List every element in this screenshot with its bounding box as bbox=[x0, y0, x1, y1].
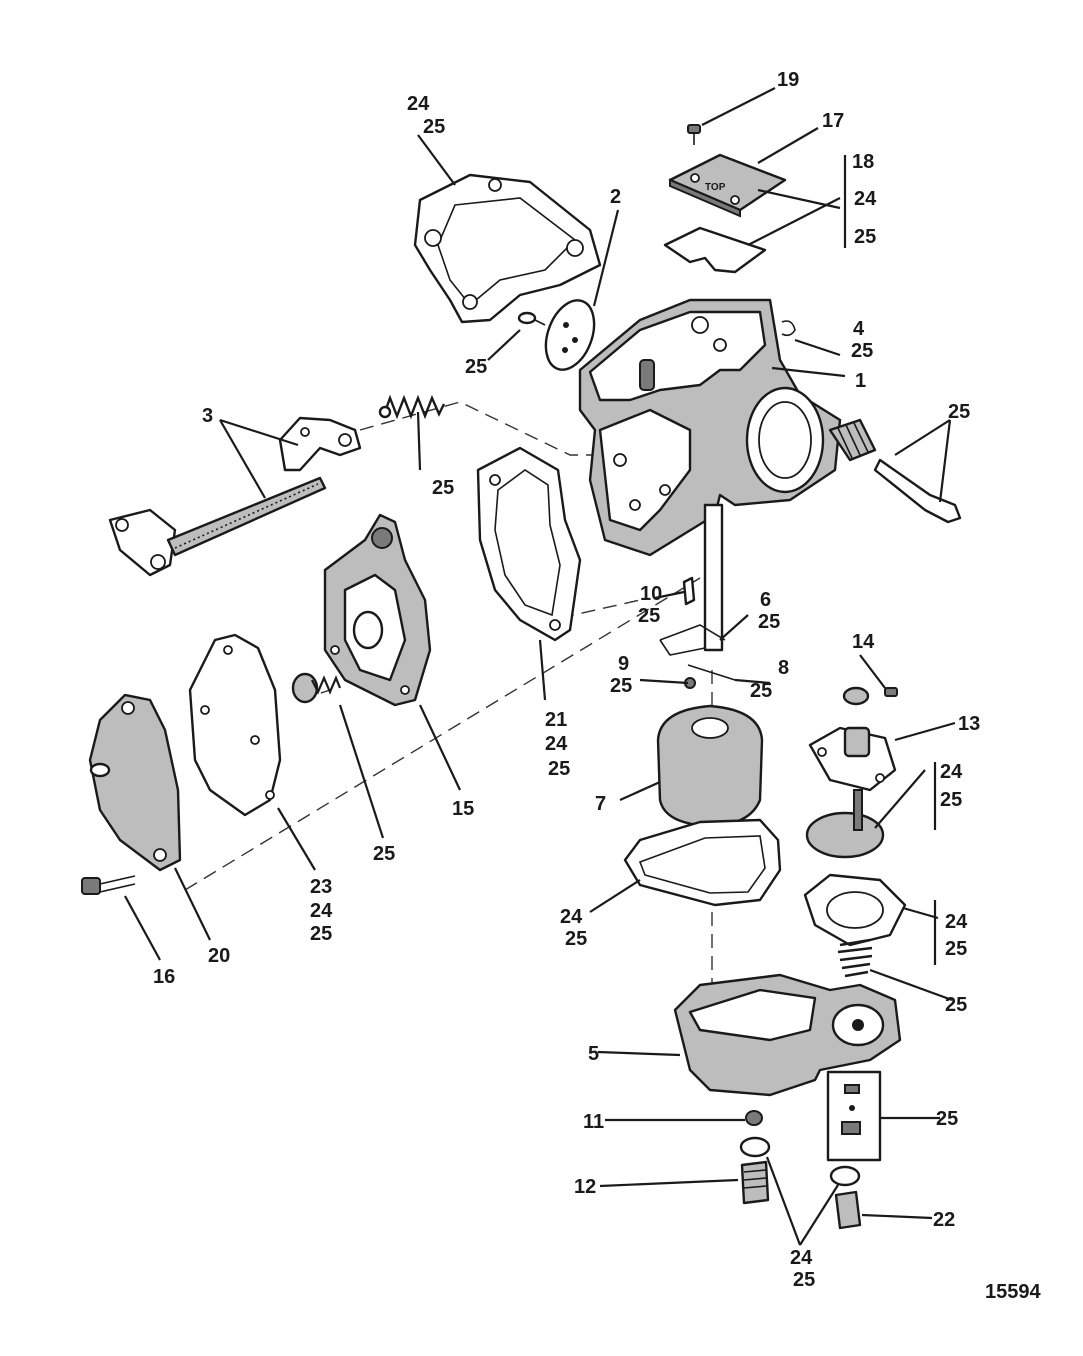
callout-6: 6 bbox=[760, 589, 771, 611]
callout-labels: 19 17 18 24 25 2 24 25 25 4 25 1 25 3 25… bbox=[153, 69, 1041, 1303]
callout-9-25: 25 bbox=[610, 675, 632, 697]
o-ring-left bbox=[739, 1136, 771, 1158]
callout-plate-24: 24 bbox=[854, 188, 877, 210]
leader-lines bbox=[124, 87, 956, 1246]
callout-plate-25: 25 bbox=[854, 226, 876, 248]
bowl-screw bbox=[745, 1110, 763, 1126]
callout-spring-25: 25 bbox=[432, 477, 454, 499]
callout-23: 23 bbox=[310, 876, 332, 898]
figure-number: 15594 bbox=[985, 1281, 1041, 1303]
pump-diaphragm-gasket-right bbox=[803, 873, 907, 947]
needle-and-pin bbox=[659, 576, 726, 656]
callout-20: 20 bbox=[208, 945, 230, 967]
float-pin bbox=[684, 664, 736, 689]
carb-top-gasket bbox=[413, 173, 602, 324]
callout-7: 7 bbox=[595, 793, 606, 815]
check-valve bbox=[291, 672, 342, 704]
clip-4 bbox=[781, 320, 796, 337]
callout-bowlgasket-24: 24 bbox=[560, 906, 583, 928]
callout-spring-pump-25: 25 bbox=[945, 994, 967, 1016]
callout-23-24: 24 bbox=[310, 900, 333, 922]
plug-22 bbox=[834, 1190, 862, 1230]
callout-10: 10 bbox=[640, 583, 662, 605]
callout-screw-25: 25 bbox=[465, 356, 487, 378]
top-screw bbox=[687, 124, 701, 145]
plate-gasket bbox=[663, 226, 767, 274]
pump-diaphragm bbox=[805, 789, 885, 859]
accelerator-pump-cover bbox=[808, 686, 898, 792]
callout-4-25: 25 bbox=[851, 340, 873, 362]
callout-11: 11 bbox=[583, 1111, 604, 1133]
callout-2: 2 bbox=[610, 186, 621, 208]
float bbox=[656, 704, 764, 828]
fuel-pump-body bbox=[323, 513, 432, 707]
pump-cover bbox=[88, 693, 182, 872]
callout-needle-25: 25 bbox=[948, 401, 970, 423]
callout-23-25: 25 bbox=[310, 923, 332, 945]
callout-3: 3 bbox=[202, 405, 213, 427]
throttle-shaft bbox=[108, 416, 362, 577]
callout-22: 22 bbox=[933, 1209, 955, 1231]
throttle-disc bbox=[544, 299, 596, 371]
callout-gasket-25: 25 bbox=[423, 116, 445, 138]
callout-16: 16 bbox=[153, 966, 175, 988]
callout-14: 14 bbox=[852, 631, 875, 653]
callout-21: 21 bbox=[545, 709, 567, 731]
float-bowl bbox=[673, 973, 902, 1097]
fuel-pump-gasket bbox=[476, 446, 582, 642]
callout-8-25: 25 bbox=[750, 680, 772, 702]
callout-1: 1 bbox=[855, 370, 866, 392]
callout-washer-25: 25 bbox=[793, 1269, 815, 1291]
idle-mixture-screw bbox=[828, 418, 962, 524]
carburetor-body bbox=[578, 298, 842, 652]
callout-5: 5 bbox=[588, 1043, 599, 1065]
small-parts-kit bbox=[826, 1070, 882, 1162]
float-bowl-gasket bbox=[623, 818, 782, 907]
callout-8: 8 bbox=[778, 657, 789, 679]
callout-6-25: 25 bbox=[758, 611, 780, 633]
callout-diaph-24: 24 bbox=[940, 761, 963, 783]
pump-diaphragm-gasket bbox=[188, 633, 282, 817]
top-plate-label: TOP bbox=[705, 182, 726, 193]
throttle-spring bbox=[378, 394, 446, 420]
callout-9: 9 bbox=[618, 653, 629, 675]
callout-10-25: 25 bbox=[638, 605, 660, 627]
callout-bowlgasket-25: 25 bbox=[565, 928, 587, 950]
disc-screw bbox=[517, 311, 546, 326]
callout-check-25: 25 bbox=[373, 843, 395, 865]
drain-plug bbox=[740, 1160, 770, 1205]
callout-15: 15 bbox=[452, 798, 474, 820]
callout-21-24: 24 bbox=[545, 733, 568, 755]
callout-18: 18 bbox=[852, 151, 874, 173]
callout-13: 13 bbox=[958, 713, 980, 735]
callout-21-25: 25 bbox=[548, 758, 570, 780]
callout-17: 17 bbox=[822, 110, 844, 132]
callout-12: 12 bbox=[574, 1176, 596, 1198]
callout-diaph-25: 25 bbox=[940, 789, 962, 811]
o-ring-right bbox=[829, 1165, 861, 1187]
pump-spring bbox=[837, 938, 873, 978]
callout-pumpgasket-25: 25 bbox=[945, 938, 967, 960]
callout-kit-25: 25 bbox=[936, 1108, 958, 1130]
top-cover-plate: TOP bbox=[668, 153, 787, 218]
callout-gasket-24: 24 bbox=[407, 93, 430, 115]
callout-washer-24: 24 bbox=[790, 1247, 813, 1269]
cover-screw bbox=[81, 875, 136, 895]
callout-pumpgasket-24: 24 bbox=[945, 911, 968, 933]
callout-4: 4 bbox=[853, 318, 865, 340]
callout-19: 19 bbox=[777, 69, 799, 91]
